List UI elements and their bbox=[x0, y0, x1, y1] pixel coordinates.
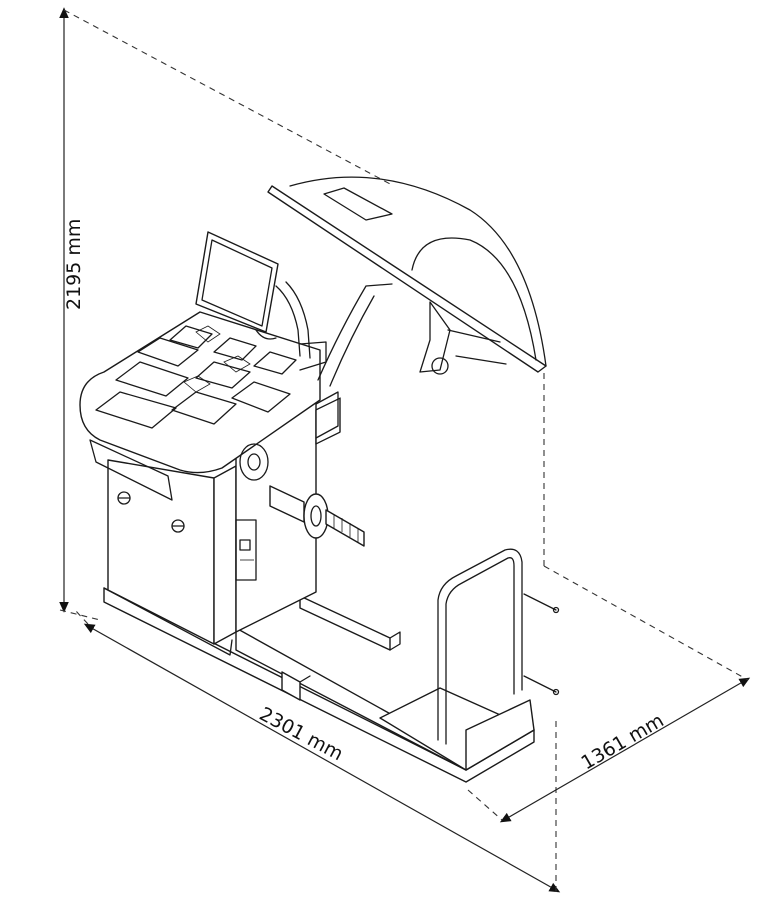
display-monitor bbox=[195, 231, 279, 340]
side-knob bbox=[171, 519, 185, 533]
depth-dimension bbox=[467, 370, 751, 823]
height-label: 2195 mm bbox=[63, 219, 85, 310]
height-dimension bbox=[59, 7, 393, 621]
tool-tray bbox=[79, 311, 327, 501]
wheel-guard-hood bbox=[267, 176, 547, 375]
hood-arm bbox=[275, 281, 393, 387]
side-knob bbox=[117, 491, 131, 505]
balancer-shaft bbox=[239, 443, 365, 547]
depth-label: 1361 mm bbox=[578, 710, 668, 775]
wheel-guard-rail bbox=[437, 548, 560, 745]
machine-cabinet bbox=[107, 391, 341, 645]
